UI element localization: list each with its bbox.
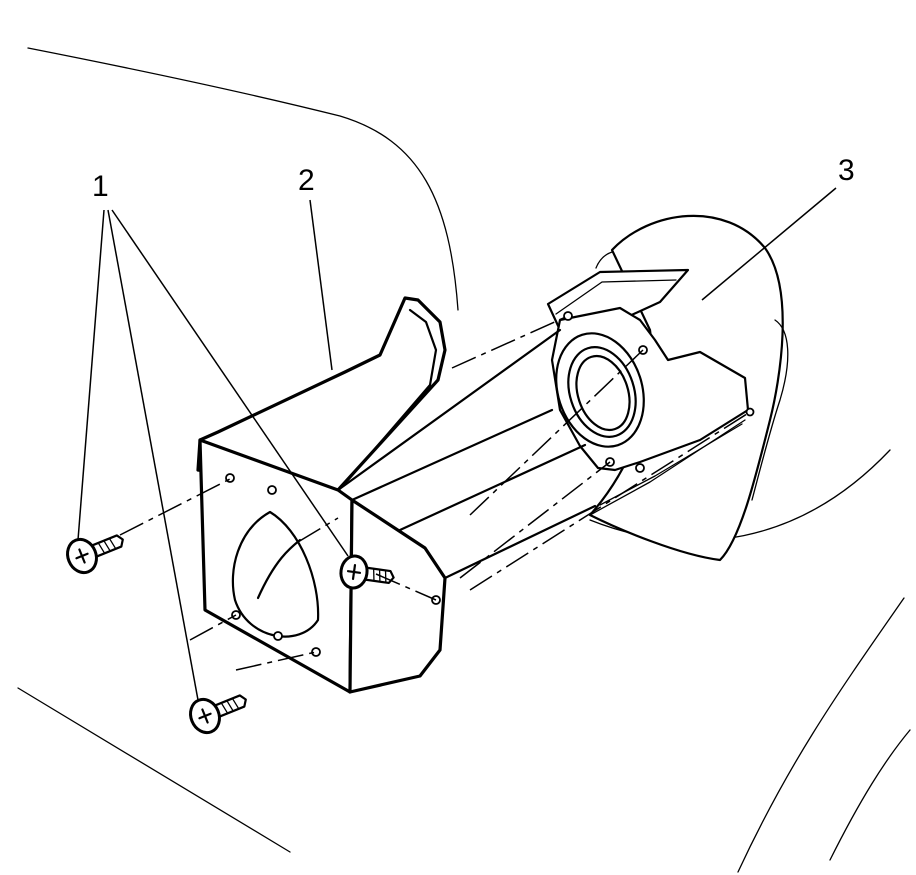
callout-3: 3 bbox=[838, 154, 855, 187]
bracket-icon bbox=[196, 296, 597, 694]
housing-icon bbox=[546, 214, 789, 562]
screw-icon bbox=[66, 534, 395, 735]
callout-1: 1 bbox=[92, 170, 109, 203]
leader-lines bbox=[77, 187, 837, 701]
callout-2: 2 bbox=[298, 164, 315, 197]
body-panel-outline bbox=[17, 47, 911, 873]
